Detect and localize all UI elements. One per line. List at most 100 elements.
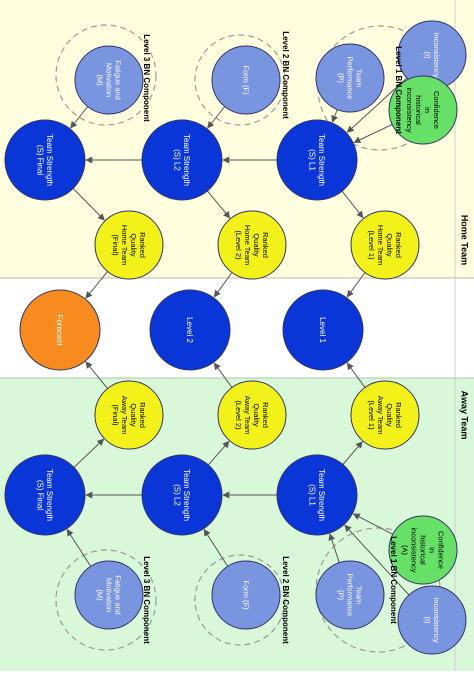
h-form-label: Form (F) (241, 65, 250, 95)
a-group-l3-boundary (55, 549, 157, 651)
h-ranked-final-circle (94, 210, 164, 280)
a-ranked-l2-label: RankedQualityAway Team(Level 2) (234, 396, 270, 435)
a-ranked-final-node: RankedQualityAway Team(Final) (94, 380, 164, 450)
h-group-l2-boundary (194, 34, 286, 126)
edge-a-team-perf-to-a-strength-l1 (328, 533, 340, 563)
a-confidence-circle (388, 515, 458, 585)
h-confidence-node: Confidenceinhistoricalinconsistency (388, 75, 458, 145)
edge-h-inconsistency-to-h-strength-l1 (346, 77, 408, 133)
forecast-label: Forecast (55, 314, 64, 346)
h-strength-final-node: Team Strength(S) Final (4, 119, 86, 201)
a-team-perf-circle (315, 560, 385, 630)
h-ranked-l1-label: RankedQualityHome Team(Level 1) (367, 225, 403, 265)
a-fatigue-label: Fatigue andMotivation(M) (95, 575, 122, 615)
h-form-circle (211, 45, 281, 115)
edge-h-strength-l1-to-h-ranked-l1 (341, 190, 364, 219)
a-ranked-l2-circle (217, 380, 287, 450)
h-form-node: Form (F) (211, 45, 281, 115)
edge-h-strength-final-to-h-ranked-final (72, 188, 105, 221)
a-form-label: Form (F) (241, 580, 250, 610)
edge-h-form-to-h-strength-l2 (207, 106, 226, 129)
h-ranked-l1-circle (350, 210, 420, 280)
a-ranked-final-circle (94, 380, 164, 450)
h-ranked-l2-node: RankedQualityHome Team(Level 2) (217, 210, 287, 280)
edge-a-ranked-l1-to-level1 (346, 362, 366, 388)
h-strength-l1-node: Team Strength(S) L1 (276, 119, 358, 201)
level1-circle (282, 289, 364, 371)
a-group-l1-label: Level 1 BN Component (389, 536, 398, 624)
edge-a-strength-final-to-a-ranked-final (73, 438, 105, 468)
a-strength-l1-circle (276, 454, 358, 536)
away-section-label: Away Team (460, 391, 470, 440)
a-strength-l1-label: Team Strength(S) L1 (307, 469, 326, 521)
edge-a-strength-l2-to-a-ranked-l2 (207, 440, 230, 466)
h-strength-l2-circle (141, 119, 223, 201)
edge-h-team-perf-to-h-strength-l1 (331, 109, 338, 123)
h-confidence-circle (388, 75, 458, 145)
h-ranked-final-label: RankedQualityHome Team(Final) (111, 225, 147, 265)
a-ranked-l1-circle (350, 380, 420, 450)
a-fatigue-circle (74, 560, 144, 630)
edge-a-fatigue-to-a-strength-final (66, 528, 92, 567)
a-strength-final-label: Team Strength(S) Final (35, 469, 54, 521)
h-ranked-l1-node: RankedQualityHome Team(Level 1) (350, 210, 420, 280)
h-fatigue-circle (74, 45, 144, 115)
h-inconsistency-label: Inconsistency(I) (423, 32, 441, 78)
a-team-perf-label: TeamPerformance(P) (336, 574, 363, 617)
a-form-circle (211, 560, 281, 630)
h-strength-l1-circle (276, 119, 358, 201)
edge-h-ranked-l1-to-level1 (346, 272, 366, 298)
level2-label: Level 2 (185, 317, 194, 343)
a-strength-final-circle (4, 454, 86, 536)
edge-h-confidence-to-h-strength-l1 (353, 124, 393, 143)
a-confidence-label: Confidenceinhistoricalinconsistency(A) (400, 527, 445, 572)
home-section-label: Home Team (460, 215, 470, 265)
h-team-perf-circle (315, 43, 385, 113)
edge-h-strength-l2-to-h-ranked-l2 (207, 190, 231, 219)
h-strength-final-circle (4, 119, 86, 201)
level2-circle (149, 289, 231, 371)
a-strength-l2-label: Team Strength(S) L2 (172, 469, 191, 521)
edge-a-strength-l1-to-a-ranked-l1 (342, 441, 363, 465)
a-strength-l2-node: Team Strength(S) L2 (141, 454, 223, 536)
h-group-l1-label: Level 1 BN Component (394, 46, 403, 134)
edge-a-inconsistency-to-a-strength-l1 (344, 524, 410, 596)
a-inconsistency-circle (397, 585, 467, 655)
h-fatigue-node: Fatigue andMotivation(M) (74, 45, 144, 115)
edge-h-fatigue-to-h-strength-final (70, 106, 89, 129)
h-ranked-l2-circle (217, 210, 287, 280)
h-confidence-label: Confidenceinhistoricalinconsistency (405, 87, 441, 132)
level1-label: Level 1 (318, 317, 327, 343)
edge-a-ranked-final-to-forecast (85, 361, 108, 389)
a-inconsistency-label: Inconsistency(I) (423, 597, 441, 643)
h-group-l2-label: Level 2 BN Component (281, 31, 290, 119)
a-group-l3-label: Level 3 BN Component (142, 556, 151, 644)
h-fatigue-label: Fatigue andMotivation(M) (95, 60, 122, 100)
h-team-perf-label: TeamPerformance(P) (336, 57, 363, 100)
a-strength-l1-node: Team Strength(S) L1 (276, 454, 358, 536)
a-group-l2-label: Level 2 BN Component (281, 556, 290, 644)
a-ranked-final-label: RankedQualityAway Team(Final) (111, 396, 147, 435)
h-ranked-final-node: RankedQualityHome Team(Final) (94, 210, 164, 280)
edge-a-form-to-a-strength-l2 (203, 528, 229, 567)
a-form-node: Form (F) (211, 560, 281, 630)
h-strength-l2-node: Team Strength(S) L2 (141, 119, 223, 201)
a-inconsistency-node: Inconsistency(I) (397, 585, 467, 655)
h-strength-final-label: Team Strength(S) Final (35, 134, 54, 186)
h-team-perf-node: TeamPerformance(P) (315, 43, 385, 113)
a-group-l2-boundary (194, 554, 286, 646)
edge-a-confidence-to-a-strength-l1 (352, 513, 394, 535)
forecast-node: Forecast (19, 289, 101, 371)
a-fatigue-node: Fatigue andMotivation(M) (74, 560, 144, 630)
h-strength-l1-label: Team Strength(S) L1 (307, 134, 326, 186)
a-strength-l2-circle (141, 454, 223, 536)
a-ranked-l2-node: RankedQualityAway Team(Level 2) (217, 380, 287, 450)
h-group-l3-label: Level 3 BN Component (142, 34, 151, 122)
h-strength-l2-label: Team Strength(S) L2 (172, 134, 191, 186)
edge-h-ranked-l2-to-level2 (213, 272, 233, 298)
level1-node: Level 1 (282, 289, 364, 371)
edge-h-ranked-final-to-forecast (85, 271, 108, 299)
a-ranked-l1-node: RankedQualityAway Team(Level 1) (350, 380, 420, 450)
h-group-l3-boundary (55, 24, 157, 126)
